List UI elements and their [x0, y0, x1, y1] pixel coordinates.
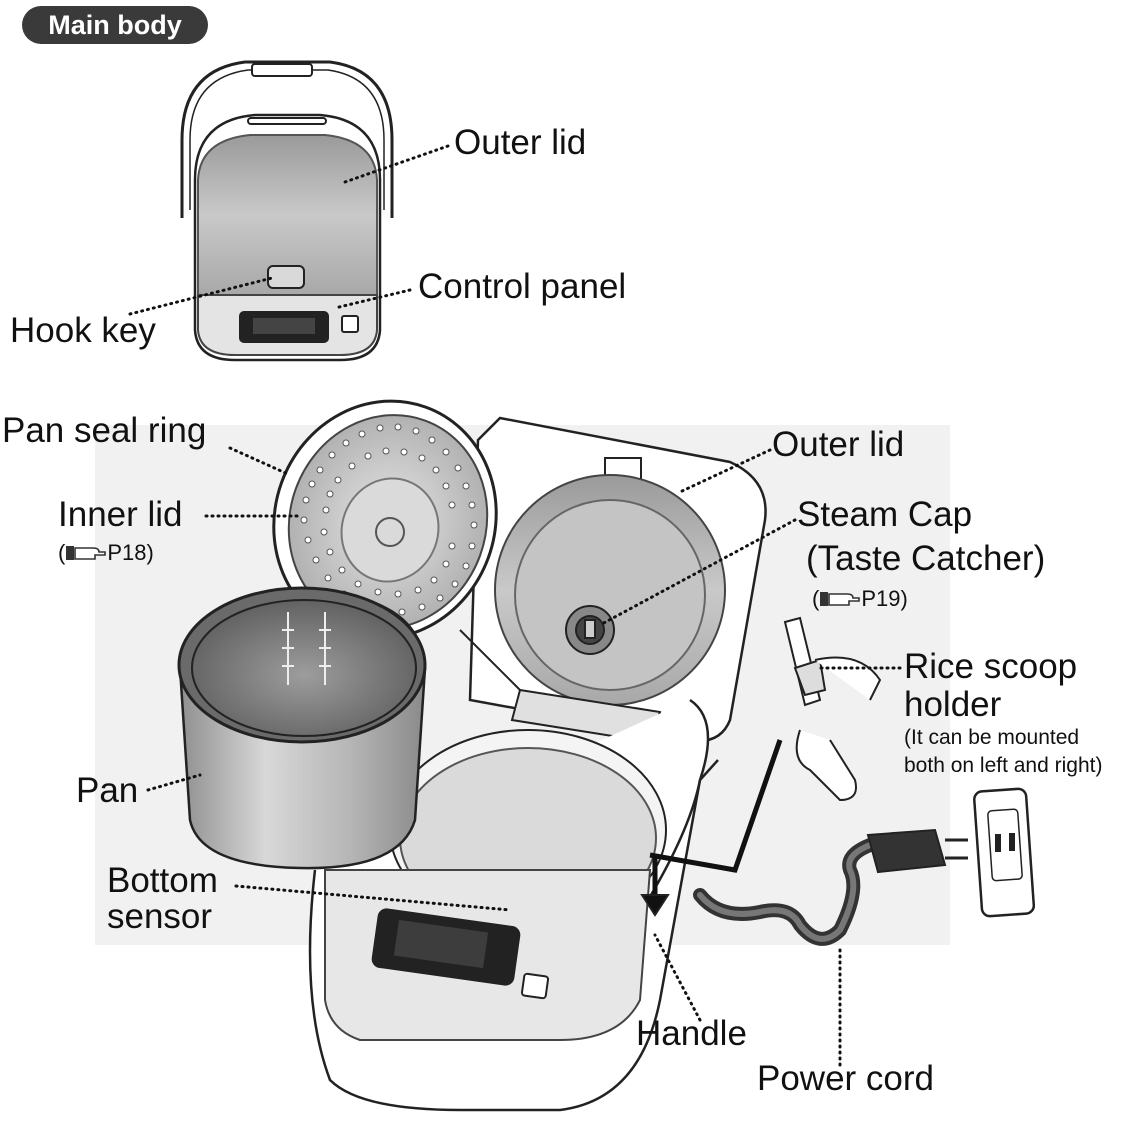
section-title-badge: Main body: [22, 6, 208, 44]
hand-pointer-icon: [66, 546, 107, 560]
label-rice-scoop-holder-line2: holder: [904, 685, 1002, 724]
rice-scoop-note-line2: both on left and right): [904, 754, 1103, 777]
steam-cap-ref-text: P19: [861, 586, 901, 611]
rice-scoop-holder-illustration: [640, 616, 882, 917]
label-pan: Pan: [76, 771, 139, 810]
label-bottom-sensor-line1: Bottom: [107, 861, 218, 900]
label-bottom-sensor-line2: sensor: [107, 897, 213, 936]
rice-scoop-note-line1: (It can be mounted: [904, 726, 1080, 749]
inner-lid-page-ref: (P18): [58, 540, 154, 565]
open-cooker: [177, 399, 1036, 1112]
label-rice-scoop-holder-line1: Rice scoop: [904, 647, 1078, 686]
pan-illustration: [177, 586, 427, 870]
hand-pointer-icon: [820, 592, 861, 606]
label-steam-cap-line2: (Taste Catcher): [806, 539, 1046, 578]
power-cord-illustration: [693, 787, 1036, 946]
label-control-panel: Control panel: [418, 267, 627, 306]
label-handle: Handle: [636, 1014, 747, 1053]
label-hook-key: Hook key: [10, 311, 156, 350]
label-steam-cap-line1: Steam Cap: [797, 495, 973, 534]
label-power-cord: Power cord: [757, 1059, 935, 1098]
label-outer-lid-top: Outer lid: [454, 123, 587, 162]
label-inner-lid: Inner lid: [58, 495, 183, 534]
label-pan-seal-ring: Pan seal ring: [2, 411, 207, 450]
label-outer-lid-open: Outer lid: [772, 425, 905, 464]
inner-lid-ref-text: P18: [107, 540, 147, 565]
closed-cooker: [180, 60, 394, 362]
steam-cap-page-ref: (P19): [812, 586, 908, 611]
leader-lines: [128, 144, 902, 1067]
